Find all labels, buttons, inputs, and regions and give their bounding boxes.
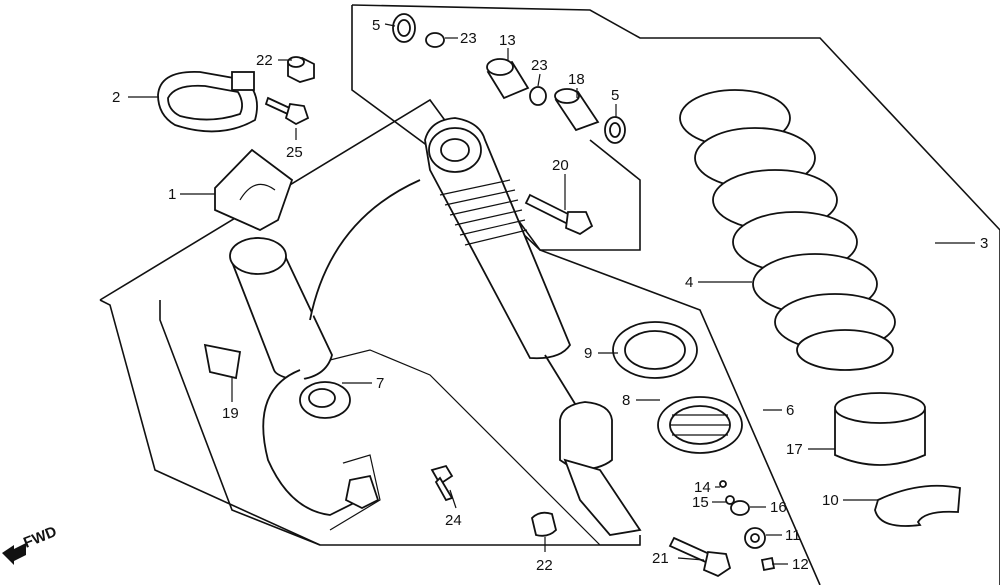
part-nut-22-top — [287, 56, 315, 83]
part-locknut-9 — [612, 321, 698, 379]
part-oring-23-top — [425, 32, 445, 48]
callout-24: 24 — [445, 512, 462, 529]
part-bolt-21 — [668, 536, 732, 578]
callout-22-bottom: 22 — [536, 557, 553, 574]
callout-10: 10 — [822, 492, 839, 509]
callout-19: 19 — [222, 405, 239, 422]
callout-13: 13 — [499, 32, 516, 49]
callout-12: 12 — [792, 556, 809, 573]
callout-8: 8 — [622, 392, 630, 409]
part-bolt-20 — [524, 193, 594, 236]
callout-14: 14 — [694, 479, 711, 496]
part-hose — [309, 179, 421, 321]
part-15 — [725, 495, 735, 505]
callout-7: 7 — [376, 375, 384, 392]
part-bolt-24 — [430, 464, 454, 502]
callout-25: 25 — [286, 144, 303, 161]
part-hose-lower — [262, 369, 361, 516]
callout-3: 3 — [980, 235, 988, 252]
part-nut-22-bottom — [531, 511, 557, 537]
part-seal-5-right-inner — [609, 122, 621, 138]
part-joint-7 — [299, 381, 351, 419]
group-outline-inner — [99, 299, 641, 546]
part-guide-17 — [834, 392, 926, 466]
callout-22-top: 22 — [256, 52, 273, 69]
callout-21: 21 — [652, 550, 669, 567]
group-outline-3 — [351, 4, 1000, 585]
callout-15: 15 — [692, 494, 709, 511]
group-outline-hose — [159, 300, 321, 546]
callout-11: 11 — [785, 527, 801, 544]
callout-2: 2 — [112, 89, 120, 106]
callout-5-right: 5 — [611, 87, 619, 104]
part-shock-body — [424, 117, 642, 536]
callout-20: 20 — [552, 157, 569, 174]
part-oring-23-mid — [529, 86, 547, 106]
part-reservoir-19 — [203, 237, 333, 381]
part-bolt-25 — [264, 96, 310, 126]
part-washer-16 — [730, 500, 750, 516]
callout-17: 17 — [786, 441, 803, 458]
leader-lines — [128, 23, 975, 565]
part-bracket-1 — [214, 148, 294, 232]
part-knob-11 — [744, 527, 766, 549]
part-adjuster-8 — [657, 396, 743, 454]
group-outline-6 — [99, 98, 821, 585]
callout-5-top: 5 — [372, 17, 380, 34]
callout-6: 6 — [786, 402, 794, 419]
fwd-arrow-icon — [2, 543, 26, 565]
fwd-indicator: FWD — [2, 523, 59, 565]
fwd-label: FWD — [21, 523, 59, 552]
callout-23-mid: 23 — [531, 57, 548, 74]
callout-4: 4 — [685, 274, 693, 291]
part-collar-18 — [554, 88, 600, 132]
callout-18: 18 — [568, 71, 585, 88]
part-seal-5-top-inner — [397, 19, 411, 37]
part-collar-13 — [486, 58, 530, 100]
part-stopper-10 — [874, 484, 961, 527]
callout-16: 16 — [770, 499, 787, 516]
part-band-2 — [157, 71, 258, 133]
callout-23-top: 23 — [460, 30, 477, 47]
callout-1: 1 — [168, 186, 176, 203]
group-outline-7 — [289, 349, 640, 546]
callout-9: 9 — [584, 345, 592, 362]
part-spring-4 — [679, 89, 896, 371]
part-14 — [719, 480, 727, 488]
part-screw-12 — [760, 556, 776, 572]
part-fitting — [344, 474, 380, 510]
